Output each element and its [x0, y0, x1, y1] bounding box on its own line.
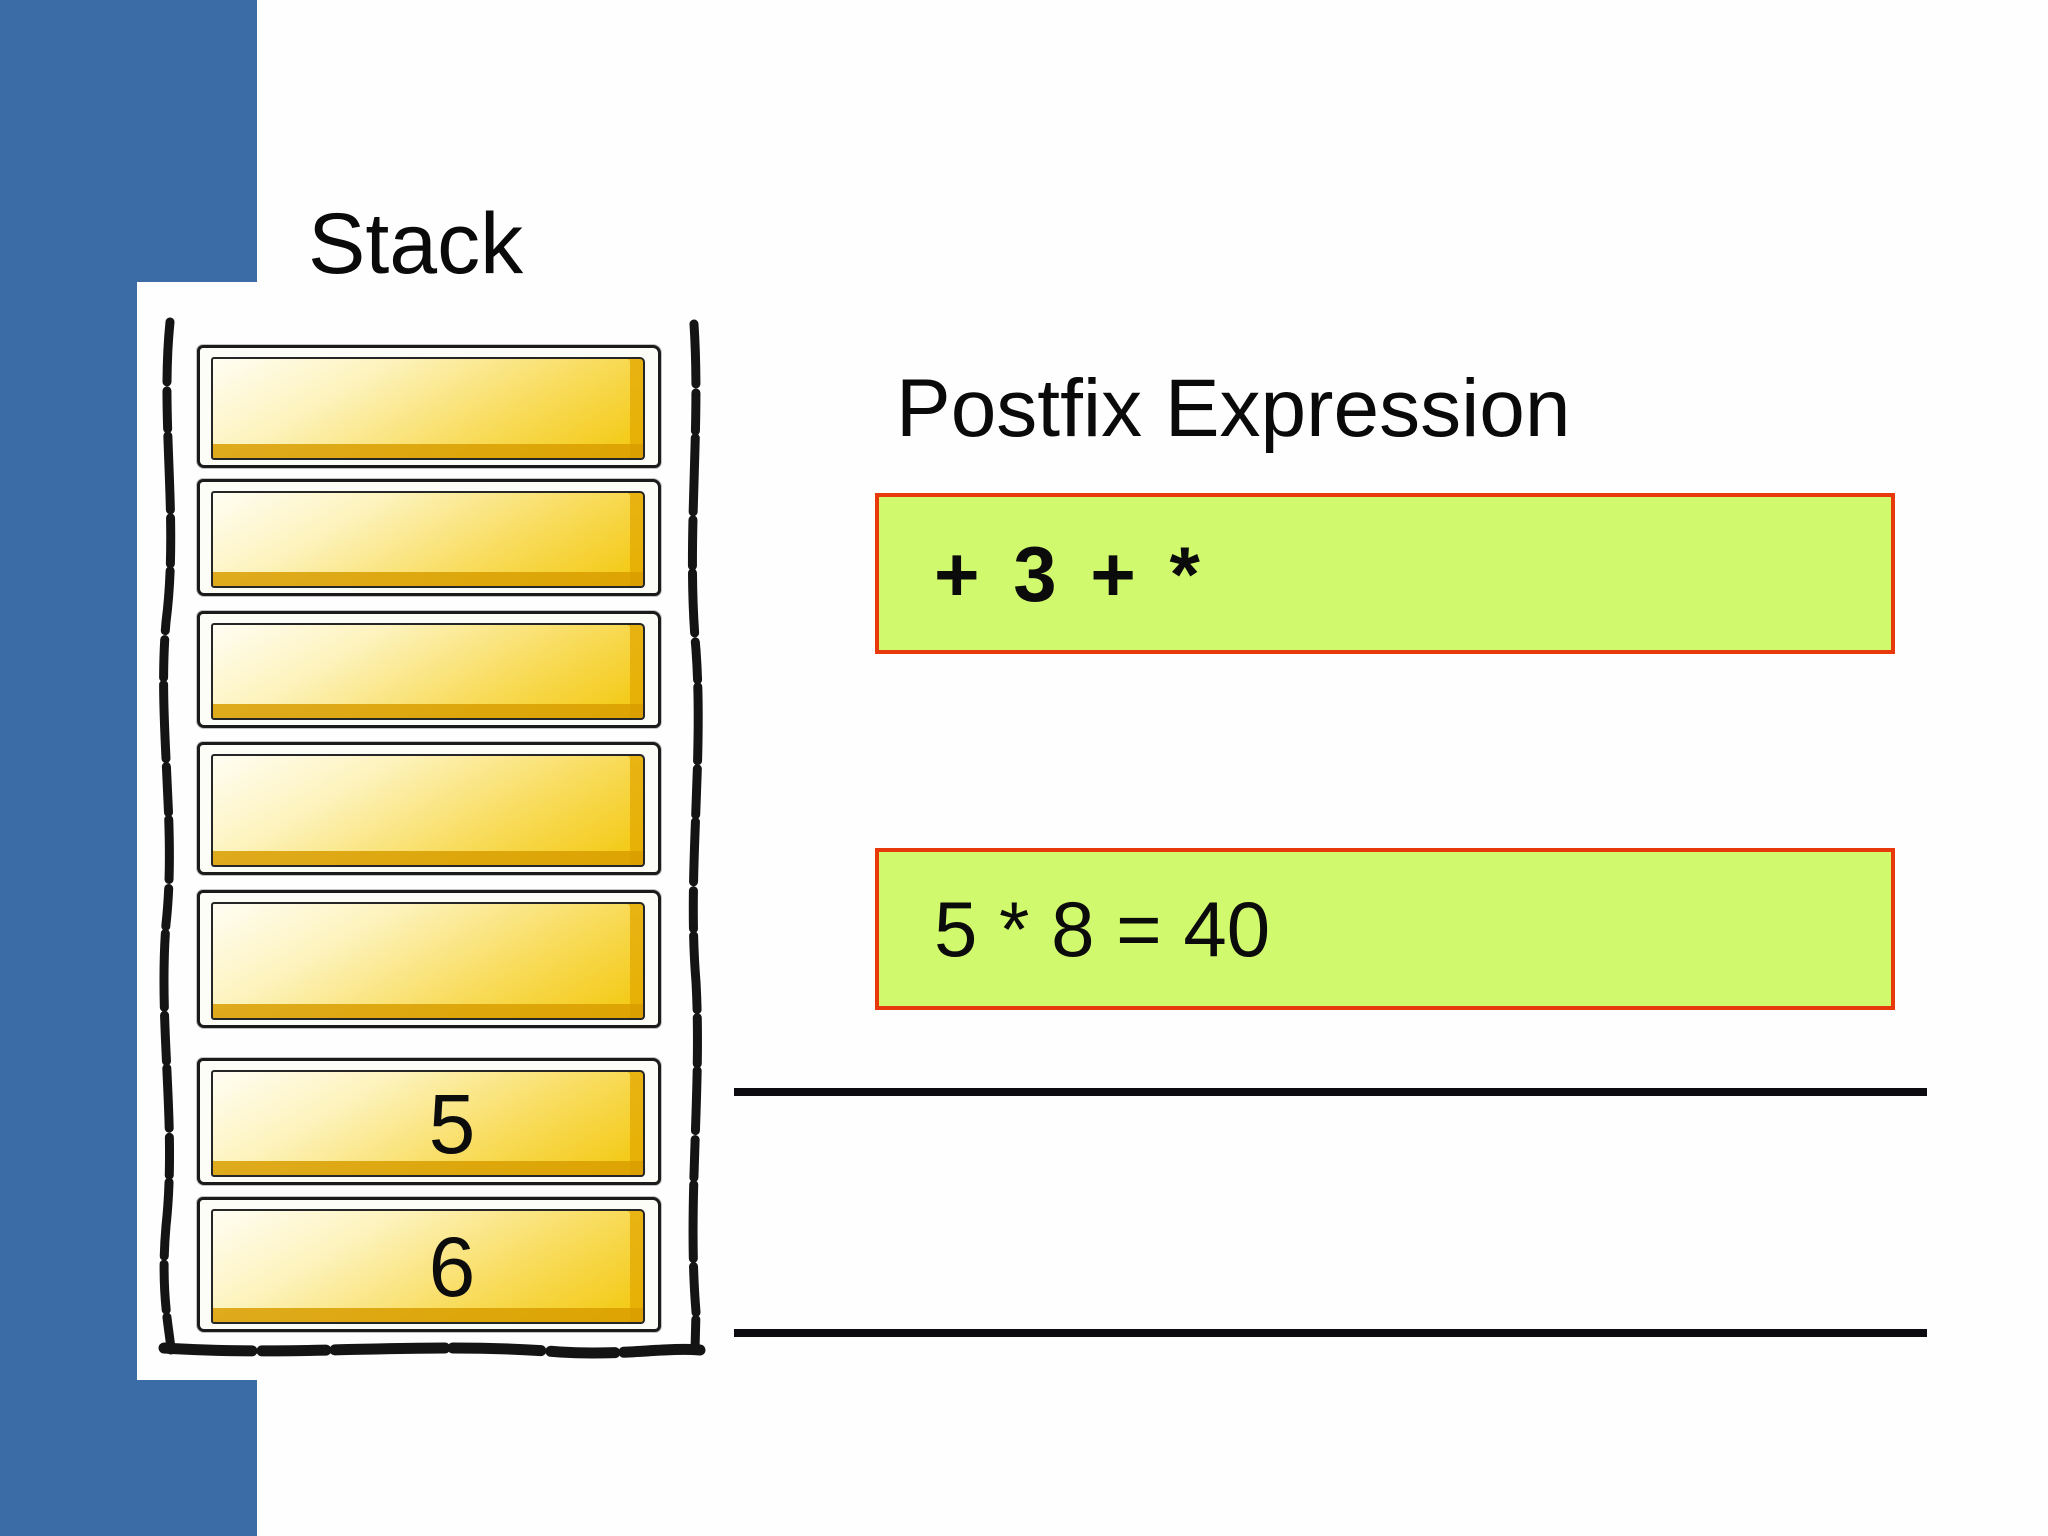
stack-slot — [197, 479, 661, 596]
stack-slot-value: 5 — [428, 1076, 476, 1171]
stack-slot — [197, 611, 661, 728]
stack-slot-value: 6 — [428, 1219, 476, 1314]
stack-title: Stack — [308, 196, 524, 292]
postfix-expression-box: + 3 + * — [875, 493, 1895, 654]
evaluation-result-text: 5 * 8 = 40 — [934, 885, 1271, 973]
stack-slot — [197, 890, 661, 1028]
stack-left-wall — [159, 317, 176, 1355]
divider-line-bottom — [734, 1329, 1927, 1337]
stack-slot-face — [211, 754, 645, 867]
stack-slot: 6 — [197, 1197, 661, 1332]
postfix-expression-text: + 3 + * — [934, 529, 1206, 618]
evaluation-result-box: 5 * 8 = 40 — [875, 848, 1895, 1010]
stack-slot — [197, 345, 661, 468]
stack-slot-face: 6 — [211, 1209, 645, 1324]
stack-right-wall — [687, 319, 703, 1355]
accent-block-top-left — [0, 0, 257, 282]
stack-base-line — [158, 1342, 706, 1359]
stack-slot-face — [211, 357, 645, 460]
stack-slot-face — [211, 491, 645, 588]
stack-slot: 5 — [197, 1058, 661, 1185]
divider-line-top — [734, 1088, 1927, 1096]
stack-slot-face — [211, 623, 645, 720]
postfix-expression-title: Postfix Expression — [896, 363, 1571, 454]
stack-slot — [197, 742, 661, 875]
accent-block-bottom-left — [0, 1380, 257, 1536]
stack-slot-face: 5 — [211, 1070, 645, 1177]
stack-slot-face — [211, 902, 645, 1020]
